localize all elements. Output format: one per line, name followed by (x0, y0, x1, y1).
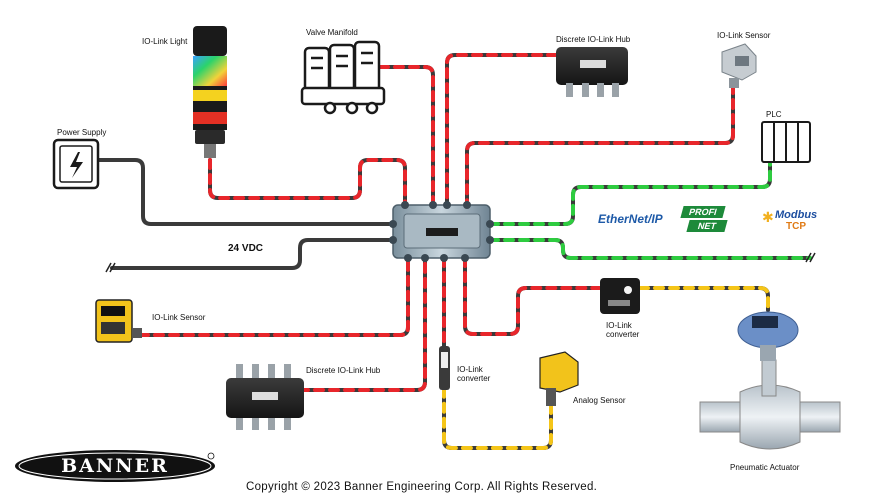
banner-logo: BANNER (16, 452, 214, 480)
label-io-link-converter-mid-line2: converter (457, 374, 491, 384)
copyright-text: Copyright © 2023 Banner Engineering Corp… (246, 481, 598, 493)
cable-24vdc (110, 238, 397, 270)
label-plc: PLC (766, 110, 782, 119)
label-valve-manifold: Valve Manifold (306, 28, 358, 37)
profinet-logo-bottom: NET (686, 220, 728, 232)
ethernet-signals (488, 161, 812, 260)
plc-device (761, 121, 811, 163)
modbus-logo-bottom: TCP (786, 221, 806, 232)
analog-signals (442, 286, 770, 450)
io-link-converter-right-device (600, 278, 640, 314)
io-link-converter-mid-device (439, 346, 450, 390)
profinet-logo-top: PROFI (680, 206, 726, 218)
label-discrete-hub-bottom: Discrete IO-Link Hub (306, 366, 381, 375)
ethernet-ip-logo: EtherNet/IP (598, 212, 663, 226)
label-discrete-hub-top: Discrete IO-Link Hub (556, 35, 631, 44)
label-pneumatic-actuator: Pneumatic Actuator (730, 463, 800, 472)
cable-converter-actuator (638, 286, 770, 312)
label-io-link-converter-right-line1: IO-Link (606, 321, 632, 330)
io-link-master (389, 201, 494, 262)
banner-logo-text: BANNER (61, 455, 169, 477)
label-io-link-sensor-top: IO-Link Sensor (717, 31, 771, 40)
analog-sensor-device (539, 351, 579, 406)
power-supply-device (52, 138, 100, 190)
io-link-signals (138, 53, 735, 392)
cable-converter-right (463, 256, 602, 336)
cable-hub-top (445, 53, 558, 207)
label-io-link-converter-right-line2: converter (606, 330, 640, 340)
valve-manifold-device (300, 40, 386, 115)
banner-logo-shape (15, 450, 215, 482)
io-link-sensor-left-device (95, 299, 142, 343)
discrete-hub-bottom-device (226, 364, 304, 430)
label-power-supply: Power Supply (57, 128, 107, 137)
label-io-link-converter-right: IO-Link converter (606, 321, 639, 339)
label-io-link-converter-mid-line1: IO-Link (457, 365, 483, 374)
cable-right (488, 238, 812, 260)
label-io-link-light: IO-Link Light (142, 37, 188, 46)
pneumatic-actuator-device (699, 311, 841, 450)
discrete-hub-top-device (556, 47, 628, 97)
cable-power (96, 158, 397, 226)
cable-break-marks (105, 252, 816, 273)
modbus-logo-top: Modbus (775, 209, 818, 221)
label-io-link-converter-mid: IO-Link converter (457, 365, 490, 383)
io-link-sensor-top-device (721, 43, 757, 88)
modbus-gear-icon: ✱ (762, 209, 774, 225)
label-io-link-sensor-left: IO-Link Sensor (152, 313, 206, 322)
io-link-light-device (193, 26, 227, 158)
label-24vdc: 24 VDC (228, 243, 264, 254)
label-analog-sensor: Analog Sensor (573, 396, 626, 405)
